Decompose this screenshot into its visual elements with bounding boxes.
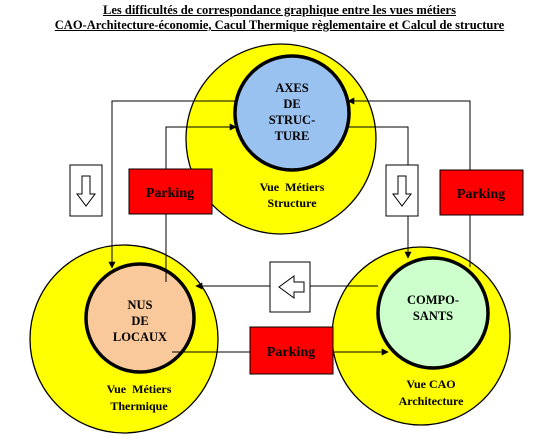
- parking-label-left: Parking: [146, 186, 194, 201]
- architecture-inner-circle: [376, 256, 490, 370]
- thermique-view-line-2: Thermique: [110, 399, 168, 413]
- structure-inner-line-2: DE: [283, 97, 300, 111]
- thermique-inner-line-1: NUS: [127, 298, 152, 312]
- thermique-view-line-1: Vue Métiers: [107, 382, 172, 396]
- hollow-block-arrow-icon: [392, 175, 412, 207]
- diagram-title: Les difficultés de correspondance graphi…: [0, 3, 559, 33]
- thermique-inner-line-2: DE: [131, 314, 148, 328]
- structure-inner-line-4: TURE: [275, 129, 310, 143]
- parking-box-bottom: [249, 326, 334, 375]
- transfer-box-left: [69, 164, 103, 217]
- parking-label-bottom: Parking: [267, 345, 315, 360]
- connector-structure-to-thermique: [108, 100, 237, 269]
- title-line-1: Les difficultés de correspondance graphi…: [103, 3, 456, 17]
- transfer-box-middle: [269, 261, 311, 313]
- architecture-inner-line-2: SANTS: [413, 309, 453, 323]
- title-line-2: CAO-Architecture-économie, Cacul Thermiq…: [54, 18, 505, 32]
- architecture-view-line-1: Vue CAO: [406, 377, 455, 391]
- structure-inner-circle: [233, 54, 351, 172]
- parking-label-right: Parking: [457, 187, 505, 202]
- connector-thermique-to-structure: [165, 123, 237, 282]
- structure-view-line-1: Vue Métiers: [260, 180, 325, 194]
- parking-box-right: [439, 169, 524, 216]
- parking-box-left: [128, 168, 213, 215]
- transfer-box-right: [385, 164, 419, 217]
- hollow-block-arrow-icon: [76, 175, 96, 207]
- thermique-inner-circle: [84, 262, 196, 374]
- structure-inner-line-1: AXES: [275, 81, 308, 95]
- hollow-block-arrow-icon: [278, 275, 305, 299]
- architecture-inner-line-1: COMPO-: [407, 293, 459, 307]
- architecture-view-line-2: Architecture: [399, 394, 465, 408]
- thermique-inner-line-3: LOCAUX: [113, 330, 167, 344]
- structure-inner-line-3: STRUC-: [269, 113, 316, 127]
- structure-view-line-2: Structure: [267, 196, 317, 210]
